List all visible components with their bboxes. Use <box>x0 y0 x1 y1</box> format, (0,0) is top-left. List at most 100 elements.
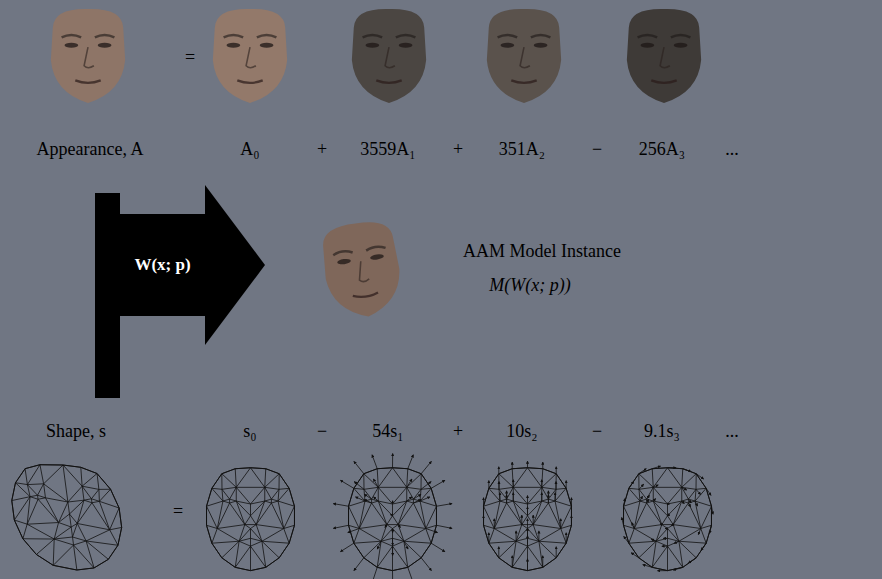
mode-vector <box>373 479 378 487</box>
shape-mode-mesh <box>484 461 572 571</box>
mode-vector <box>682 487 687 490</box>
mode-vector <box>668 467 677 468</box>
mode-vector <box>333 504 348 507</box>
mode-vector <box>392 529 393 533</box>
shape-mode-mesh <box>622 466 713 571</box>
mode-vector <box>398 525 400 528</box>
mode-vector <box>348 529 359 533</box>
mode-vector <box>698 529 700 535</box>
shape-label: Shape, s <box>46 421 106 443</box>
mode-vector <box>355 497 364 501</box>
mode-vector <box>710 525 712 533</box>
mode-vector <box>555 493 556 501</box>
minus-sign: − <box>592 139 602 161</box>
mean-term: A₀ <box>240 139 259 161</box>
mode-vector <box>354 482 364 490</box>
mode-vector <box>404 541 408 549</box>
mesh-outline <box>349 468 437 571</box>
plus-sign: + <box>317 139 327 161</box>
mode-vector <box>688 558 696 563</box>
mode-vector <box>483 498 484 507</box>
mode-vector <box>663 538 667 539</box>
mode-vector <box>696 489 701 494</box>
mode-vector <box>622 517 624 525</box>
mode-vector <box>640 496 643 501</box>
mode-vector <box>527 496 528 504</box>
mode-vector <box>527 519 528 529</box>
mode-vector <box>657 570 667 571</box>
mode-vector <box>688 499 691 503</box>
mode-vector <box>372 567 377 579</box>
mesh-outline <box>12 465 122 570</box>
mode-vector <box>660 523 662 525</box>
mode-vector <box>340 543 353 551</box>
mode-vector <box>711 506 713 514</box>
mode-vector <box>673 567 682 570</box>
weighted-term: 10s₂ <box>506 421 537 443</box>
appearance-label: Appearance, A <box>37 139 144 161</box>
mode-vector <box>706 488 711 495</box>
mode-vector <box>696 474 703 479</box>
mode-vector <box>541 493 542 501</box>
mode-vector <box>354 461 364 473</box>
appearance-mode-face <box>352 9 426 103</box>
weighted-term: 54s₁ <box>372 421 403 443</box>
equals-sign: = <box>185 47 195 69</box>
mode-vector <box>653 499 656 501</box>
mode-vector <box>488 533 489 543</box>
mode-vector <box>542 556 543 568</box>
appearance-face <box>51 9 125 103</box>
mode-vector <box>512 462 513 469</box>
mode-vector <box>436 525 452 528</box>
mode-vector <box>556 467 557 474</box>
mode-vector <box>333 525 348 528</box>
mode-vector <box>499 493 500 501</box>
mode-vector <box>431 480 445 488</box>
mode-vector <box>506 495 507 503</box>
mode-vector <box>408 567 414 579</box>
mesh-outline <box>484 468 572 571</box>
mode-vector <box>665 528 667 529</box>
mode-vector <box>521 515 522 524</box>
mesh-outline <box>207 468 295 571</box>
model-instance-face <box>319 218 406 321</box>
mode-vector <box>632 523 634 529</box>
mode-vector <box>421 558 431 571</box>
mode-vector <box>571 498 572 507</box>
mode-vector <box>527 536 528 547</box>
mode-vector <box>701 543 706 550</box>
mode-vector <box>571 516 572 526</box>
mode-vector <box>560 519 561 529</box>
mode-vector <box>527 559 528 571</box>
mode-vector <box>407 479 412 487</box>
mode-vector <box>513 480 514 488</box>
mode-vector <box>372 455 377 469</box>
mode-vector <box>512 556 513 568</box>
mode-vector <box>647 499 649 503</box>
mode-vector <box>421 461 431 473</box>
shape-meshes <box>12 454 713 579</box>
mode-vector <box>483 516 484 526</box>
mode-vector <box>392 454 393 468</box>
mode-vector <box>392 571 393 579</box>
model-instance-label: AAM Model Instance <box>463 241 621 263</box>
mode-vector <box>494 519 495 529</box>
mode-vector <box>566 481 567 489</box>
mode-vector <box>408 455 414 469</box>
mode-vector <box>354 558 364 571</box>
mode-vector <box>413 499 420 503</box>
mode-vector <box>682 501 685 504</box>
mesh-edges <box>12 465 122 570</box>
mode-vector <box>624 536 629 543</box>
mode-vector <box>542 462 543 469</box>
mode-vector <box>647 495 650 499</box>
weighted-term: 351A₂ <box>499 139 545 161</box>
mode-vector <box>631 553 639 558</box>
mode-vector <box>671 525 673 526</box>
mode-vector <box>566 533 567 543</box>
mode-vector <box>513 493 514 501</box>
mode-vector <box>407 497 412 501</box>
mode-vector <box>498 547 499 558</box>
appearance-mode-face <box>487 9 561 103</box>
mode-vector <box>426 529 438 533</box>
